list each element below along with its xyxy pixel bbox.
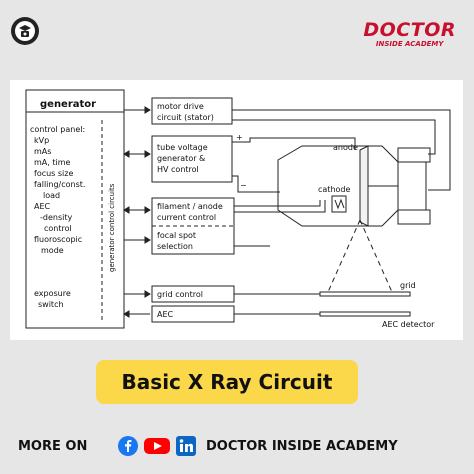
brand-name: DOCTOR (363, 19, 456, 41)
aec-label: AEC (157, 310, 174, 319)
filament-line-1: filament / anode (157, 202, 223, 211)
linkedin-icon[interactable] (176, 436, 196, 456)
tube-voltage-line-2: generator & (157, 154, 205, 163)
brand-tagline: INSIDE ACADEMY (375, 40, 444, 48)
academy-logo-icon (11, 17, 39, 45)
cp-line-8: AEC (34, 202, 51, 211)
cp-line-4: mA, time (34, 158, 71, 167)
cp-line-6: falling/const. (34, 180, 85, 189)
motor-drive-box (151, 97, 233, 125)
poster-title: Basic X Ray Circuit (121, 370, 333, 394)
cp-line-11: fluoroscopic (34, 235, 82, 244)
brand-logo: DOCTOR INSIDE ACADEMY (363, 20, 456, 49)
generator-box (25, 89, 125, 329)
plus-sign: + (236, 133, 243, 142)
tube-wiring (232, 109, 451, 315)
tube-voltage-box (151, 135, 233, 183)
grid-plate (319, 291, 411, 297)
tube-voltage-line-3: HV control (157, 165, 199, 174)
cathode-label: cathode (318, 185, 350, 194)
title-banner: Basic X Ray Circuit (96, 360, 358, 404)
more-on-label: MORE ON (18, 439, 88, 454)
cp-line-5: focus size (34, 169, 73, 178)
focal-spot-line-2: selection (157, 242, 193, 251)
aec-detector-plate (319, 311, 411, 317)
cp-line-10: control (44, 224, 72, 233)
footer: MORE ON DOCTOR INSIDE ACADEMY (0, 434, 474, 460)
grid-control-label: grid control (157, 290, 203, 299)
cp-line-12: mode (41, 246, 64, 255)
filament-line-2: current control (157, 213, 216, 222)
cathode-cup (331, 195, 347, 213)
cp-line-3: mAs (34, 147, 51, 156)
stator-coil-top (397, 147, 431, 163)
connection-arrows (123, 106, 151, 318)
xray-beam (327, 219, 393, 293)
facebook-icon[interactable] (118, 436, 138, 456)
exposure-line-1: exposure (34, 289, 71, 298)
minus-sign: − (240, 181, 247, 190)
cp-line-2: kVp (34, 136, 49, 145)
youtube-icon[interactable] (144, 436, 170, 456)
motor-drive-line-2: circuit (stator) (157, 113, 214, 122)
cp-line-9: -density (40, 213, 72, 222)
focal-spot-line-1: focal spot (157, 231, 196, 240)
motor-drive-line-1: motor drive (157, 102, 204, 111)
tube-voltage-line-1: tube voltage (157, 143, 208, 152)
generator-title: generator (40, 99, 96, 110)
cp-line-1: control panel: (30, 125, 85, 134)
academy-name: DOCTOR INSIDE ACADEMY (206, 439, 398, 454)
circuit-diagram: generator control panel: kVp mAs mA, tim… (10, 80, 463, 340)
grid-label: grid (400, 281, 416, 290)
anode-label: anode (333, 143, 358, 152)
stator-coil-bottom (397, 209, 431, 225)
cp-line-7: load (43, 191, 60, 200)
tube-neck (397, 161, 427, 211)
exposure-line-2: switch (38, 300, 64, 309)
generator-circuits-label: generator control circuits (108, 183, 116, 272)
anode-disc (359, 145, 369, 227)
filament-coil (334, 198, 345, 210)
aec-detector-label: AEC detector (382, 320, 435, 329)
